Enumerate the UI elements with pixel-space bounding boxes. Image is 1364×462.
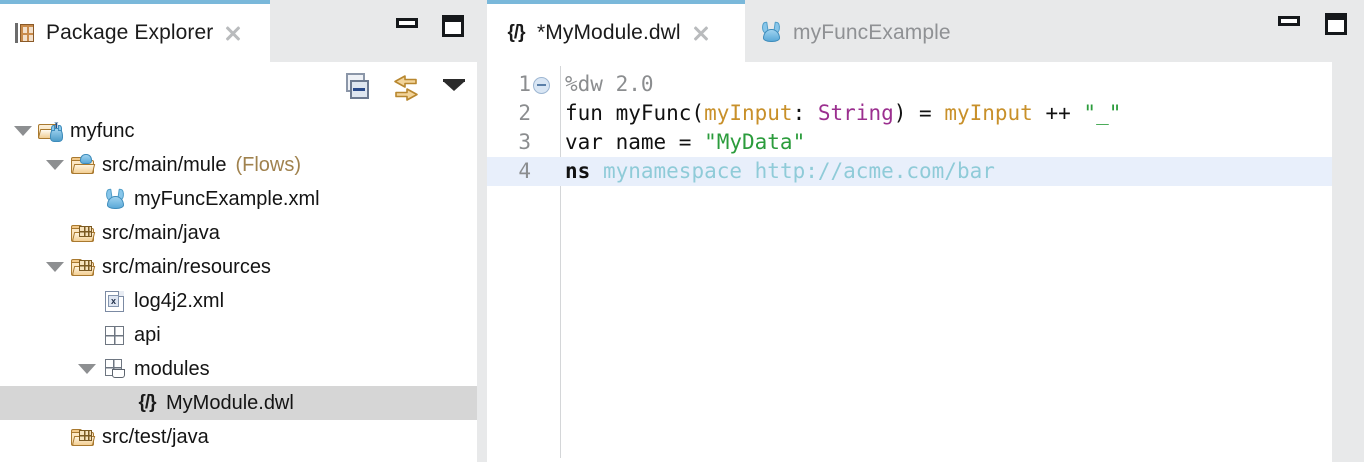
code-token: "MyData"	[704, 130, 806, 154]
editor-tab-strip: {/} *MyModule.dwl myFuncExample	[487, 0, 1364, 62]
dataweave-file-icon: {/}	[507, 22, 525, 43]
tree-item-src-main-java[interactable]: src/main/java	[0, 216, 477, 250]
tab-label: Package Explorer	[46, 21, 214, 44]
link-with-editor-icon[interactable]	[391, 72, 421, 102]
tree-item-label: src/main/resources	[102, 255, 271, 278]
fold-collapse-icon[interactable]	[533, 77, 550, 94]
tree-item-log4j2-xml[interactable]: x log4j2.xml	[0, 284, 477, 318]
tree-item-src-main-mule[interactable]: src/main/mule (Flows)	[0, 148, 477, 182]
chevron-down-icon[interactable]	[78, 364, 96, 374]
code-token: ++	[1032, 101, 1084, 125]
line-number: 2	[518, 101, 531, 125]
dataweave-file-icon: {/}	[138, 392, 156, 413]
panel-gap	[477, 62, 487, 462]
package-explorer-icon	[14, 22, 36, 44]
modules-icon	[102, 357, 128, 381]
code-token: http://acme.com/bar	[754, 159, 995, 183]
active-tab-accent-bar	[0, 0, 270, 4]
mule-file-icon	[102, 187, 128, 211]
tree-item-label: myfunc	[70, 119, 135, 142]
code-token: %dw 2.0	[565, 72, 654, 96]
maximize-icon[interactable]	[1325, 13, 1347, 35]
source-folder-icon	[70, 221, 96, 245]
gutter-separator	[560, 66, 561, 458]
minimize-icon[interactable]	[1278, 16, 1300, 26]
chevron-down-icon[interactable]	[46, 262, 64, 272]
editor-right-gap	[1332, 62, 1364, 462]
tree-item-suffix: (Flows)	[235, 153, 302, 176]
mule-folder-icon	[70, 153, 96, 177]
tree-item-mymodule-dwl[interactable]: {/} MyModule.dwl	[0, 386, 477, 420]
tree-item-src-test-java[interactable]: src/test/java	[0, 420, 477, 454]
package-explorer-view: Package Explorer	[0, 0, 477, 462]
tab-label: *MyModule.dwl	[537, 21, 681, 44]
editor-area: {/} *MyModule.dwl myFuncExample 1 %dw 2.0…	[487, 0, 1364, 462]
code-token: mynamespace	[602, 159, 755, 183]
active-tab-accent-bar	[487, 0, 745, 4]
close-icon[interactable]	[223, 23, 243, 43]
code-token: String	[817, 101, 894, 125]
line-number: 1	[518, 72, 531, 96]
code-text: ns mynamespace http://acme.com/bar	[565, 157, 995, 186]
tree-item-myfuncexample-xml[interactable]: myFuncExample.xml	[0, 182, 477, 216]
code-token: myInput	[704, 101, 793, 125]
code-token: fun myFunc(	[565, 101, 705, 125]
explorer-tab-strip: Package Explorer	[0, 0, 477, 62]
collapse-all-icon[interactable]	[343, 72, 373, 102]
code-token: ns	[565, 159, 603, 183]
tree-item-label: myFuncExample.xml	[134, 187, 320, 210]
tree-item-label: api	[134, 323, 161, 346]
tab-label: myFuncExample	[793, 21, 951, 44]
close-icon[interactable]	[691, 23, 711, 43]
chevron-down-icon[interactable]	[14, 126, 32, 136]
package-grid-icon	[102, 323, 128, 347]
tree-item-label: modules	[134, 357, 210, 380]
code-line[interactable]: 3 var name = "MyData"	[487, 128, 1332, 157]
maximize-icon[interactable]	[442, 15, 464, 37]
code-token: ) =	[893, 101, 945, 125]
code-token: var name =	[565, 130, 705, 154]
tree-item-label: log4j2.xml	[134, 289, 225, 312]
tab-package-explorer[interactable]: Package Explorer	[0, 0, 270, 62]
tree-item-label: src/main/java	[102, 221, 220, 244]
tab-mymodule-dwl[interactable]: {/} *MyModule.dwl	[487, 0, 745, 62]
code-line[interactable]: 4 ns mynamespace http://acme.com/bar	[487, 157, 1332, 186]
code-text: var name = "MyData"	[565, 128, 805, 157]
code-line[interactable]: 1 %dw 2.0	[487, 70, 1332, 99]
tree-item-modules[interactable]: modules	[0, 352, 477, 386]
tree-item-label: src/test/java	[102, 425, 209, 448]
code-text: fun myFunc(myInput: String) = myInput ++…	[565, 99, 1121, 128]
code-text: %dw 2.0	[565, 70, 654, 99]
mule-project-icon: J	[37, 119, 64, 143]
tree-item-src-main-resources[interactable]: src/main/resources	[0, 250, 477, 284]
code-token: :	[792, 101, 818, 125]
mule-file-icon	[759, 20, 785, 46]
line-number: 3	[518, 130, 531, 154]
tree-item-label: src/main/mule	[102, 153, 227, 176]
view-menu-icon[interactable]	[439, 72, 469, 102]
code-token: "_"	[1083, 101, 1122, 125]
source-folder-icon	[70, 425, 96, 449]
source-folder-icon	[70, 255, 96, 279]
tree-item-label: MyModule.dwl	[166, 391, 294, 414]
chevron-down-icon[interactable]	[46, 160, 64, 170]
tab-myfuncexample[interactable]: myFuncExample	[745, 4, 951, 62]
explorer-toolbar	[343, 70, 469, 104]
xml-file-icon: x	[102, 289, 128, 313]
code-token: myInput	[944, 101, 1033, 125]
minimize-icon[interactable]	[396, 18, 418, 28]
tree-item-api[interactable]: api	[0, 318, 477, 352]
line-number: 4	[518, 159, 531, 183]
